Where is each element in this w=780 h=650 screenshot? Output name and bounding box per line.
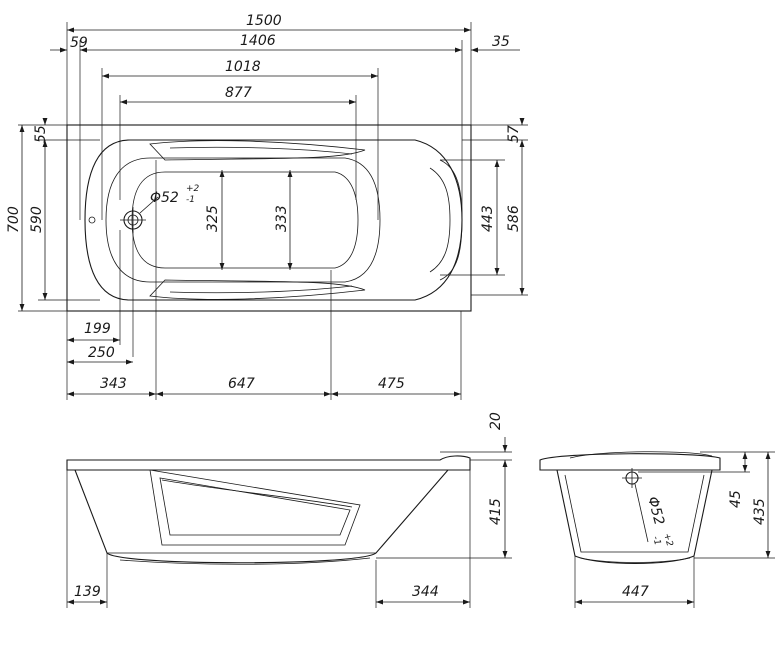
end-rim-top [569,451,713,459]
side-body [74,469,449,564]
tub-floor-outline [131,171,359,269]
dim-590: 590 [29,206,45,233]
dim-250: 250 [88,345,115,361]
end-rim [539,453,721,471]
side-rim [66,455,471,471]
drain-tol-plus: +2 [186,184,200,194]
dim-139: 139 [74,584,101,600]
end-view: Φ52 +2 -1 45 435 447 [539,451,775,608]
dim-647: 647 [228,376,255,392]
dim-435: 435 [752,498,768,525]
tub-inner-basin [84,139,463,301]
dim-700: 700 [6,206,22,233]
end-drain-tol-plus: +2 [661,532,674,548]
dim-415: 415 [488,498,504,525]
dim-55: 55 [33,125,49,143]
dim-475: 475 [378,376,405,392]
dim-199: 199 [84,321,111,337]
end-drain-leader [634,483,649,543]
headrest [439,159,463,281]
dim-343: 343 [100,376,127,392]
end-bottom [579,557,691,563]
tub-bottom-outline [105,157,381,283]
dim-45: 45 [728,490,744,508]
end-drain-label: Φ52 [644,495,667,527]
end-drain-tol-minus: -1 [650,535,662,546]
dim-1406: 1406 [240,33,276,49]
dim-35: 35 [492,34,510,50]
overflow-hole [88,216,96,224]
dim-20: 20 [488,412,504,430]
dim-57: 57 [506,125,522,143]
armrest-bottom-inner [169,285,353,294]
drain-diameter-label: Φ52 [150,190,179,206]
tub-outer-rim [66,124,472,312]
drain-leader [139,196,159,214]
dim-344: 344 [412,584,439,600]
side-armrest-inner [159,477,351,536]
dim-325: 325 [205,205,221,232]
drain-tol-minus: -1 [186,195,195,205]
dim-586: 586 [506,205,522,232]
side-foot-line [119,557,371,565]
top-view: Φ52 +2 -1 1500 1406 59 35 1018 877 [6,13,528,400]
armrest-top [149,140,366,161]
dim-1500: 1500 [246,13,282,29]
armrest-top-inner [169,146,353,155]
dim-59: 59 [70,35,88,51]
end-body-inner [564,474,705,553]
dim-443: 443 [480,205,496,232]
dim-1018: 1018 [225,59,261,75]
dim-877: 877 [225,85,252,101]
headrest-inner [429,167,451,273]
side-armrest [149,469,361,546]
side-view: 20 415 139 344 [66,412,512,608]
armrest-bottom [149,279,366,300]
side-armrest-fold [161,479,353,508]
dim-447: 447 [622,584,649,600]
end-body [556,469,713,565]
dim-333: 333 [274,205,290,232]
